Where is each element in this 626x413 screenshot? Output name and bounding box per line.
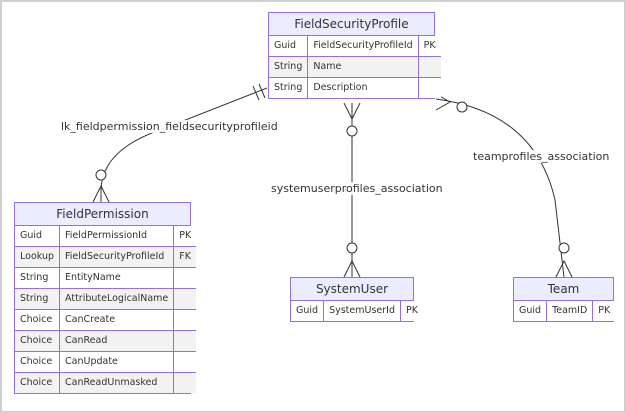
attribute-key <box>173 288 197 310</box>
attribute-row: Guid SystemUserId PK <box>291 301 423 321</box>
relationship-label-r1: lk_fieldpermission_fieldsecurityprofilei… <box>60 120 279 133</box>
attribute-table: Guid SystemUserId PK <box>291 301 423 321</box>
attribute-table: Guid FieldPermissionId PK Lookup FieldSe… <box>15 226 197 393</box>
attribute-row: Choice CanUpdate <box>15 351 197 373</box>
attribute-type: Guid <box>514 301 548 321</box>
zero-marker-r2-top <box>346 125 358 137</box>
many-marker-r3-bottom <box>555 259 573 278</box>
attribute-type: String <box>15 288 61 310</box>
attribute-type: Choice <box>15 351 61 373</box>
attribute-name: CanReadUnmasked <box>59 372 175 393</box>
relationship-line-r1 <box>100 87 268 202</box>
attribute-key <box>417 77 441 98</box>
zero-marker-r1 <box>95 169 107 181</box>
entity-fieldsecurityprofile[interactable]: FieldSecurityProfile Guid FieldSecurityP… <box>268 12 441 99</box>
attribute-type: Choice <box>15 330 61 352</box>
attribute-type: Guid <box>15 226 61 247</box>
zero-marker-r2-bottom <box>346 242 358 254</box>
attribute-name: FieldPermissionId <box>59 226 175 247</box>
attribute-row: Guid FieldSecurityProfileId PK <box>269 36 441 57</box>
attribute-row: Choice CanRead <box>15 330 197 352</box>
attribute-row: Guid TeamID PK <box>514 301 616 321</box>
attribute-key: PK <box>399 301 423 321</box>
one-marker-r1a <box>252 85 260 101</box>
attribute-key <box>173 309 197 331</box>
attribute-name: CanCreate <box>59 309 175 331</box>
attribute-key: PK <box>417 36 441 57</box>
attribute-row: Lookup FieldSecurityProfileId FK <box>15 246 197 268</box>
entity-title: FieldSecurityProfile <box>269 13 434 36</box>
attribute-name: CanUpdate <box>59 351 175 373</box>
attribute-type: Guid <box>269 36 309 57</box>
one-marker-r1b <box>258 83 266 99</box>
attribute-row: String EntityName <box>15 267 197 289</box>
attribute-name: Name <box>307 56 419 78</box>
attribute-type: Guid <box>291 301 325 321</box>
attribute-table: Guid FieldSecurityProfileId PK String Na… <box>269 36 441 98</box>
relationship-label-r3: teamprofiles_association <box>472 150 611 163</box>
attribute-name: FieldSecurityProfileId <box>307 36 419 57</box>
attribute-row: String AttributeLogicalName <box>15 288 197 310</box>
attribute-key: FK <box>173 246 197 268</box>
attribute-key: PK <box>592 301 616 321</box>
attribute-key <box>173 351 197 373</box>
attribute-name: EntityName <box>59 267 175 289</box>
attribute-key <box>173 267 197 289</box>
attribute-key <box>173 330 197 352</box>
attribute-name: TeamID <box>546 301 594 321</box>
many-marker-r2-bottom <box>343 259 361 278</box>
attribute-name: FieldSecurityProfileId <box>59 246 175 268</box>
many-marker-r3-top <box>435 93 452 111</box>
attribute-name: SystemUserId <box>323 301 401 321</box>
entity-title: SystemUser <box>291 278 413 301</box>
many-marker-r2-top <box>343 102 361 121</box>
zero-marker-r3-top <box>456 101 468 113</box>
attribute-name: Description <box>307 77 419 98</box>
entity-team[interactable]: Team Guid TeamID PK <box>513 277 616 322</box>
attribute-name: AttributeLogicalName <box>59 288 175 310</box>
attribute-name: CanRead <box>59 330 175 352</box>
attribute-table: Guid TeamID PK <box>514 301 616 321</box>
relationship-label-r2: systemuserprofiles_association <box>270 182 444 195</box>
attribute-key <box>417 56 441 78</box>
attribute-row: String Description <box>269 77 441 98</box>
attribute-type: Choice <box>15 372 61 393</box>
relationship-line-r3 <box>435 98 565 278</box>
entity-title: FieldPermission <box>15 203 190 226</box>
entity-title: Team <box>514 278 613 301</box>
zero-marker-r3-bottom <box>558 242 570 254</box>
attribute-key <box>173 372 197 393</box>
attribute-row: Choice CanReadUnmasked <box>15 372 197 393</box>
attribute-type: String <box>269 77 309 98</box>
attribute-key: PK <box>173 226 197 247</box>
attribute-type: String <box>15 267 61 289</box>
attribute-type: Choice <box>15 309 61 331</box>
attribute-row: Choice CanCreate <box>15 309 197 331</box>
entity-systemuser[interactable]: SystemUser Guid SystemUserId PK <box>290 277 423 322</box>
attribute-type: String <box>269 56 309 78</box>
attribute-row: String Name <box>269 56 441 78</box>
entity-fieldpermission[interactable]: FieldPermission Guid FieldPermissionId P… <box>14 202 197 394</box>
many-marker-r1 <box>92 184 110 203</box>
attribute-type: Lookup <box>15 246 61 268</box>
attribute-row: Guid FieldPermissionId PK <box>15 226 197 247</box>
